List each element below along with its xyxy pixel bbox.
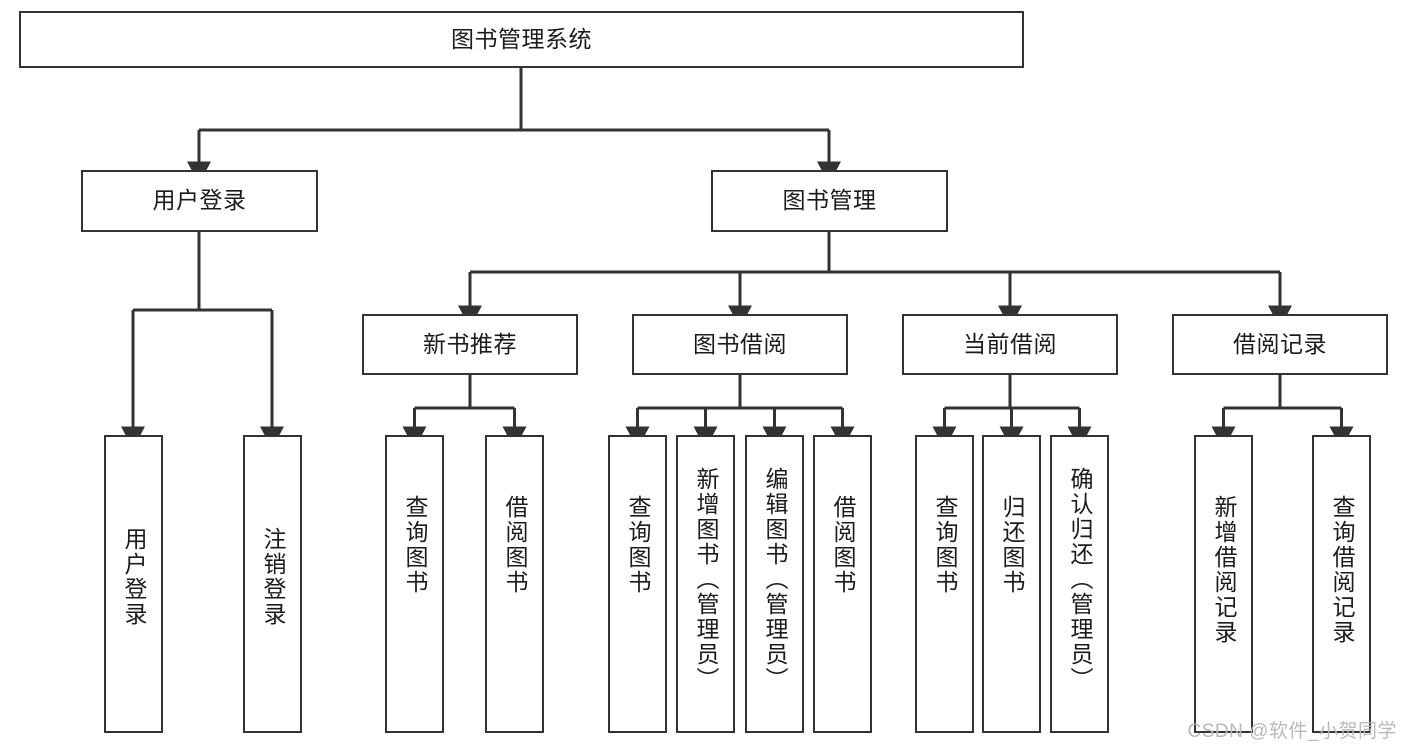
node-user-login[interactable]: 用户登录 (81, 170, 318, 232)
node-root[interactable]: 图书管理系统 (19, 11, 1024, 68)
node-label-borrow-record: 借阅记录 (1233, 330, 1327, 357)
node-leaf-borrow-book[interactable]: 借阅图书 (813, 435, 872, 733)
node-label-leaf-logout: 注销登录 (260, 527, 286, 627)
node-leaf-edit-book[interactable]: 编辑图书（管理员） (745, 435, 804, 733)
node-label-leaf-borrow-book-recommend: 借阅图书 (502, 495, 528, 595)
node-label-leaf-borrow-book: 借阅图书 (830, 495, 856, 595)
node-label-user-login: 用户登录 (152, 187, 247, 214)
node-label-leaf-query-borrow-record: 查询借阅记录 (1329, 495, 1355, 645)
node-leaf-logout[interactable]: 注销登录 (243, 435, 302, 733)
node-new-book-recommend[interactable]: 新书推荐 (362, 314, 578, 375)
node-leaf-add-book[interactable]: 新增图书（管理员） (676, 435, 735, 733)
node-label-new-book-recommend: 新书推荐 (423, 330, 517, 357)
node-book-management[interactable]: 图书管理 (711, 170, 948, 232)
node-label-leaf-query-book-current: 查询图书 (932, 495, 958, 595)
node-leaf-query-book-recommend[interactable]: 查询图书 (385, 435, 444, 733)
node-leaf-return-book[interactable]: 归还图书 (982, 435, 1041, 733)
node-leaf-add-borrow-record[interactable]: 新增借阅记录 (1194, 435, 1253, 733)
node-current-borrow[interactable]: 当前借阅 (902, 314, 1118, 375)
node-leaf-borrow-book-recommend[interactable]: 借阅图书 (485, 435, 544, 733)
node-label-leaf-add-borrow-record: 新增借阅记录 (1211, 495, 1237, 645)
node-leaf-query-borrow-record[interactable]: 查询借阅记录 (1312, 435, 1371, 733)
node-leaf-user-login[interactable]: 用户登录 (104, 435, 163, 733)
node-book-borrow[interactable]: 图书借阅 (632, 314, 848, 375)
node-label-book-borrow: 图书借阅 (693, 330, 787, 357)
node-label-leaf-confirm-return: 确认归还（管理员） (1067, 467, 1093, 692)
node-label-leaf-query-book-recommend: 查询图书 (402, 495, 428, 595)
node-leaf-query-book-current[interactable]: 查询图书 (915, 435, 974, 733)
node-label-root: 图书管理系统 (451, 25, 592, 52)
node-label-current-borrow: 当前借阅 (963, 330, 1057, 357)
node-leaf-confirm-return[interactable]: 确认归还（管理员） (1050, 435, 1109, 733)
node-borrow-record[interactable]: 借阅记录 (1172, 314, 1388, 375)
node-label-book-management: 图书管理 (782, 187, 877, 214)
node-label-leaf-add-book: 新增图书（管理员） (693, 467, 719, 692)
node-label-leaf-edit-book: 编辑图书（管理员） (762, 467, 788, 692)
node-label-leaf-query-book-borrow: 查询图书 (625, 495, 651, 595)
csdn-watermark: CSDN @软件_小贺同学 (1187, 721, 1397, 742)
node-label-leaf-return-book: 归还图书 (999, 495, 1025, 595)
node-label-leaf-user-login: 用户登录 (121, 527, 147, 627)
node-leaf-query-book-borrow[interactable]: 查询图书 (608, 435, 667, 733)
